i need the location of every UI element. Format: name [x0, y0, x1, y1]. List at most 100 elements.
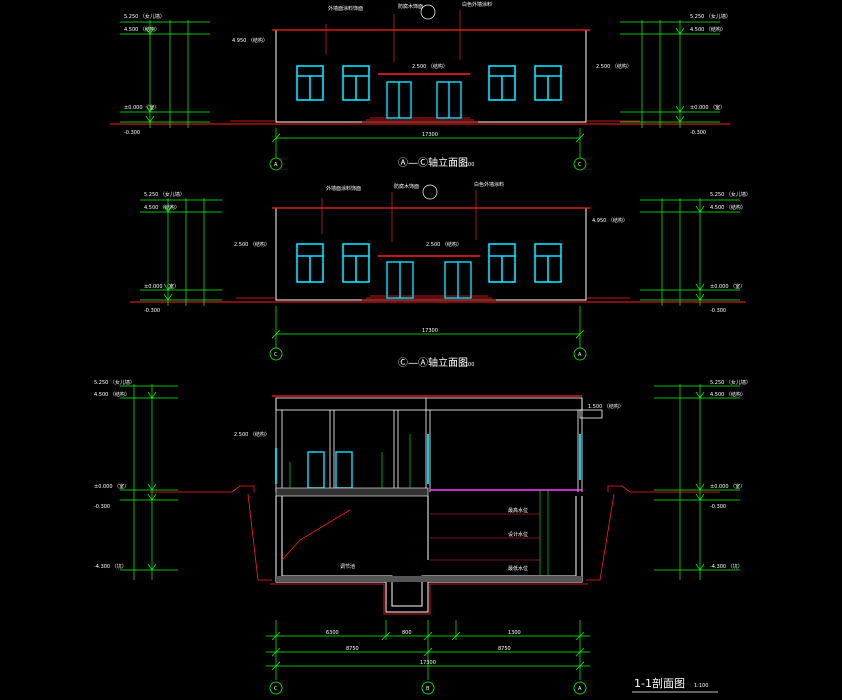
dim-column-left	[120, 384, 178, 580]
view-title: Ⓐ—Ⓒ轴立面图	[398, 156, 468, 169]
elev-label: 5.250 （女儿墙）	[144, 191, 185, 198]
room-label: 调节池	[340, 563, 355, 570]
ground-line	[607, 485, 720, 493]
axis-bubble	[573, 681, 587, 695]
elev-label: 4.500 （结构）	[144, 204, 180, 211]
windows	[296, 243, 562, 283]
elev-label: ±0.000 （室）	[144, 283, 179, 290]
elev-label: 5.250 （女儿墙）	[690, 13, 731, 20]
walls-upper	[275, 398, 603, 492]
elev-label: ±0.000 （室）	[710, 483, 745, 490]
dim-label: 800	[402, 630, 412, 636]
level-label: 4.950 （结构）	[232, 37, 268, 44]
excavation-slope	[586, 493, 615, 581]
level-label: 1.500 （结构）	[588, 403, 624, 410]
elev-label: -4.300 （坑）	[710, 563, 743, 570]
elev-label: 4.500 （结构）	[710, 391, 746, 398]
axis-label: C	[274, 352, 278, 358]
axis-label: B	[426, 686, 430, 692]
note-text: 白色外墙涂料	[474, 181, 504, 188]
axis-label: C	[274, 686, 278, 692]
elev-label: -0.300	[144, 308, 160, 314]
dim-chains	[266, 620, 590, 680]
elevation-a-c: 外墙面涂料饰面 防腐木饰面 白色外墙涂料 4.950 （结构） 2.500 （结…	[110, 1, 731, 171]
axis-label: C	[578, 162, 582, 168]
elev-label: ±0.000 （室）	[690, 104, 725, 111]
dim-total-label: 17300	[420, 660, 436, 666]
dim-total-label: 17300	[422, 328, 438, 334]
elev-label: -0.300	[124, 130, 140, 136]
water-label: 最高水位	[508, 507, 528, 514]
view-scale: 1:100	[460, 362, 474, 368]
water-label: 最低水位	[508, 565, 528, 572]
axis-bubble	[269, 681, 283, 695]
axis-bubble	[573, 157, 587, 171]
elev-label: 4.500 （结构）	[690, 26, 726, 33]
elev-label: 5.250 （女儿墙）	[94, 379, 135, 386]
ground-line	[150, 485, 255, 493]
elev-label: 4.500 （结构）	[124, 26, 160, 33]
level-label: 2.500 （结构）	[234, 241, 270, 248]
stair-line	[281, 509, 351, 561]
elev-label: -0.300	[710, 308, 726, 314]
view-title: 1-1剖面图	[634, 676, 685, 690]
dim-total	[271, 306, 585, 348]
view-title: Ⓒ—Ⓐ轴立面图	[398, 356, 468, 369]
ground-floor-slab	[275, 487, 429, 497]
dim-column-right	[620, 20, 720, 128]
axis-bubble	[573, 347, 587, 361]
dim-total-label: 17300	[422, 132, 438, 138]
level-label: 4.950 （结构）	[592, 217, 628, 224]
section-1-1: 最高水位 设计水位 最低水位 调节池 1.500 （结构） 2.500 （结构）	[94, 379, 751, 695]
note-leaders	[325, 10, 461, 62]
note-text: 白色外墙涂料	[462, 1, 492, 8]
internal-dims	[289, 434, 549, 576]
dim-label: 1300	[508, 630, 521, 636]
dim-column-left	[120, 20, 210, 128]
elev-label: 4.500 （结构）	[94, 391, 130, 398]
elev-label: -0.300	[710, 504, 726, 510]
dim-label: 6300	[326, 630, 339, 636]
elev-label: -0.300	[690, 130, 706, 136]
note-text: 外墙面涂料饰面	[326, 185, 361, 192]
note-text: 外墙面涂料饰面	[328, 5, 363, 12]
doors	[386, 261, 472, 299]
axis-label: A	[578, 686, 582, 692]
elev-label: 4.500 （结构）	[710, 204, 746, 211]
elevation-c-a: 外墙面涂料饰面 防腐木饰面 白色外墙涂料 2.500 （结构） 2.500 （结…	[130, 181, 751, 369]
index-symbol	[420, 4, 436, 20]
section-windows	[275, 434, 581, 484]
view-scale: 1:100	[694, 683, 708, 689]
windows	[296, 65, 562, 101]
axis-label: A	[274, 162, 278, 168]
axis-bubble	[269, 157, 283, 171]
level-label: 2.500 （结构）	[412, 63, 448, 70]
axis-bubble	[421, 681, 435, 695]
dim-total	[271, 128, 585, 158]
elev-label: 5.250 （女儿墙）	[124, 13, 165, 20]
water-label: 设计水位	[508, 531, 528, 538]
elev-label: ±0.000 （室）	[94, 483, 129, 490]
elev-label: -0.300	[94, 504, 110, 510]
dim-column-right	[640, 198, 740, 306]
base-slab	[276, 576, 582, 582]
level-label: 2.500 （结构）	[596, 63, 632, 70]
outer-waterproofing	[270, 583, 588, 615]
view-scale: 1:100	[460, 162, 474, 168]
level-label: 2.500 （结构）	[426, 241, 462, 248]
doors	[386, 81, 462, 119]
excavation-slope	[247, 493, 272, 581]
elev-label: 5.250 （女儿墙）	[710, 191, 751, 198]
elev-label: -4.300 （坑）	[94, 563, 127, 570]
elev-label: ±0.000 （室）	[124, 104, 159, 111]
note-leaders	[321, 190, 477, 242]
level-label: 2.500 （结构）	[234, 431, 270, 438]
note-text: 防腐木饰面	[398, 3, 423, 10]
dim-column-left	[140, 198, 222, 306]
note-text: 防腐木饰面	[394, 183, 419, 190]
elev-label: 5.250 （女儿墙）	[710, 379, 751, 386]
elev-label: ±0.000 （室）	[710, 283, 745, 290]
axis-label: A	[578, 352, 582, 358]
